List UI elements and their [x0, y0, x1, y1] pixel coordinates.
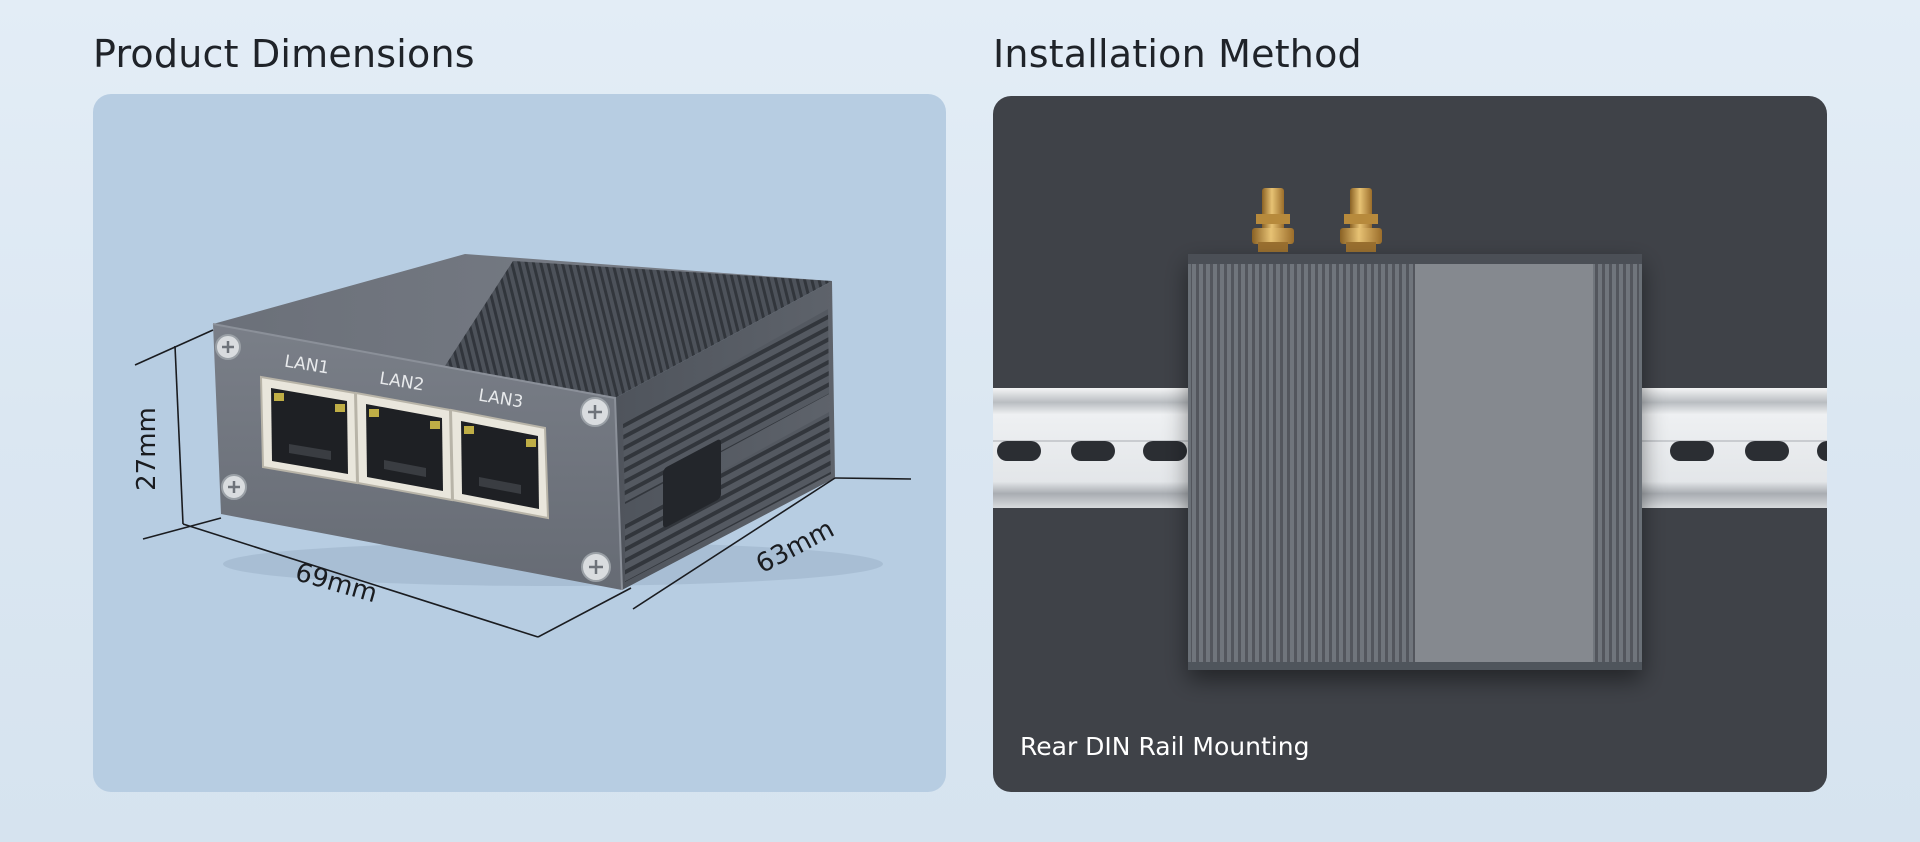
router-device-back	[1188, 254, 1642, 670]
installation-caption: Rear DIN Rail Mounting	[1020, 732, 1310, 761]
dimensions-title: Product Dimensions	[93, 32, 475, 76]
reset-switch	[663, 439, 721, 528]
screw-icon	[581, 552, 611, 582]
router-dimensions-illustration: LAN1 LAN2 LAN3 27mm 69mm 63mm	[132, 254, 912, 638]
dimension-lines	[134, 329, 912, 638]
lan-port-2	[354, 391, 454, 502]
screw-icon	[215, 334, 241, 360]
height-dimension-label: 27mm	[132, 407, 162, 491]
front-edge-highlight	[212, 323, 623, 591]
device-top-ribs	[443, 261, 832, 398]
device-side-ribs-lower	[625, 412, 831, 582]
installation-title: Installation Method	[993, 32, 1362, 76]
dimensions-panel: LAN1 LAN2 LAN3 27mm 69mm 63mm	[93, 94, 946, 792]
lan-port-1	[259, 375, 359, 485]
lan-port-3	[449, 408, 550, 520]
screw-icon	[580, 397, 610, 427]
din-rail-mounting-illustration	[993, 188, 1827, 670]
device-side-ribs-upper	[623, 309, 829, 504]
antenna-connector-icon	[1340, 188, 1382, 252]
screw-icon	[221, 474, 247, 500]
installation-panel: Rear DIN Rail Mounting	[993, 96, 1827, 792]
antenna-connector-icon	[1252, 188, 1294, 252]
